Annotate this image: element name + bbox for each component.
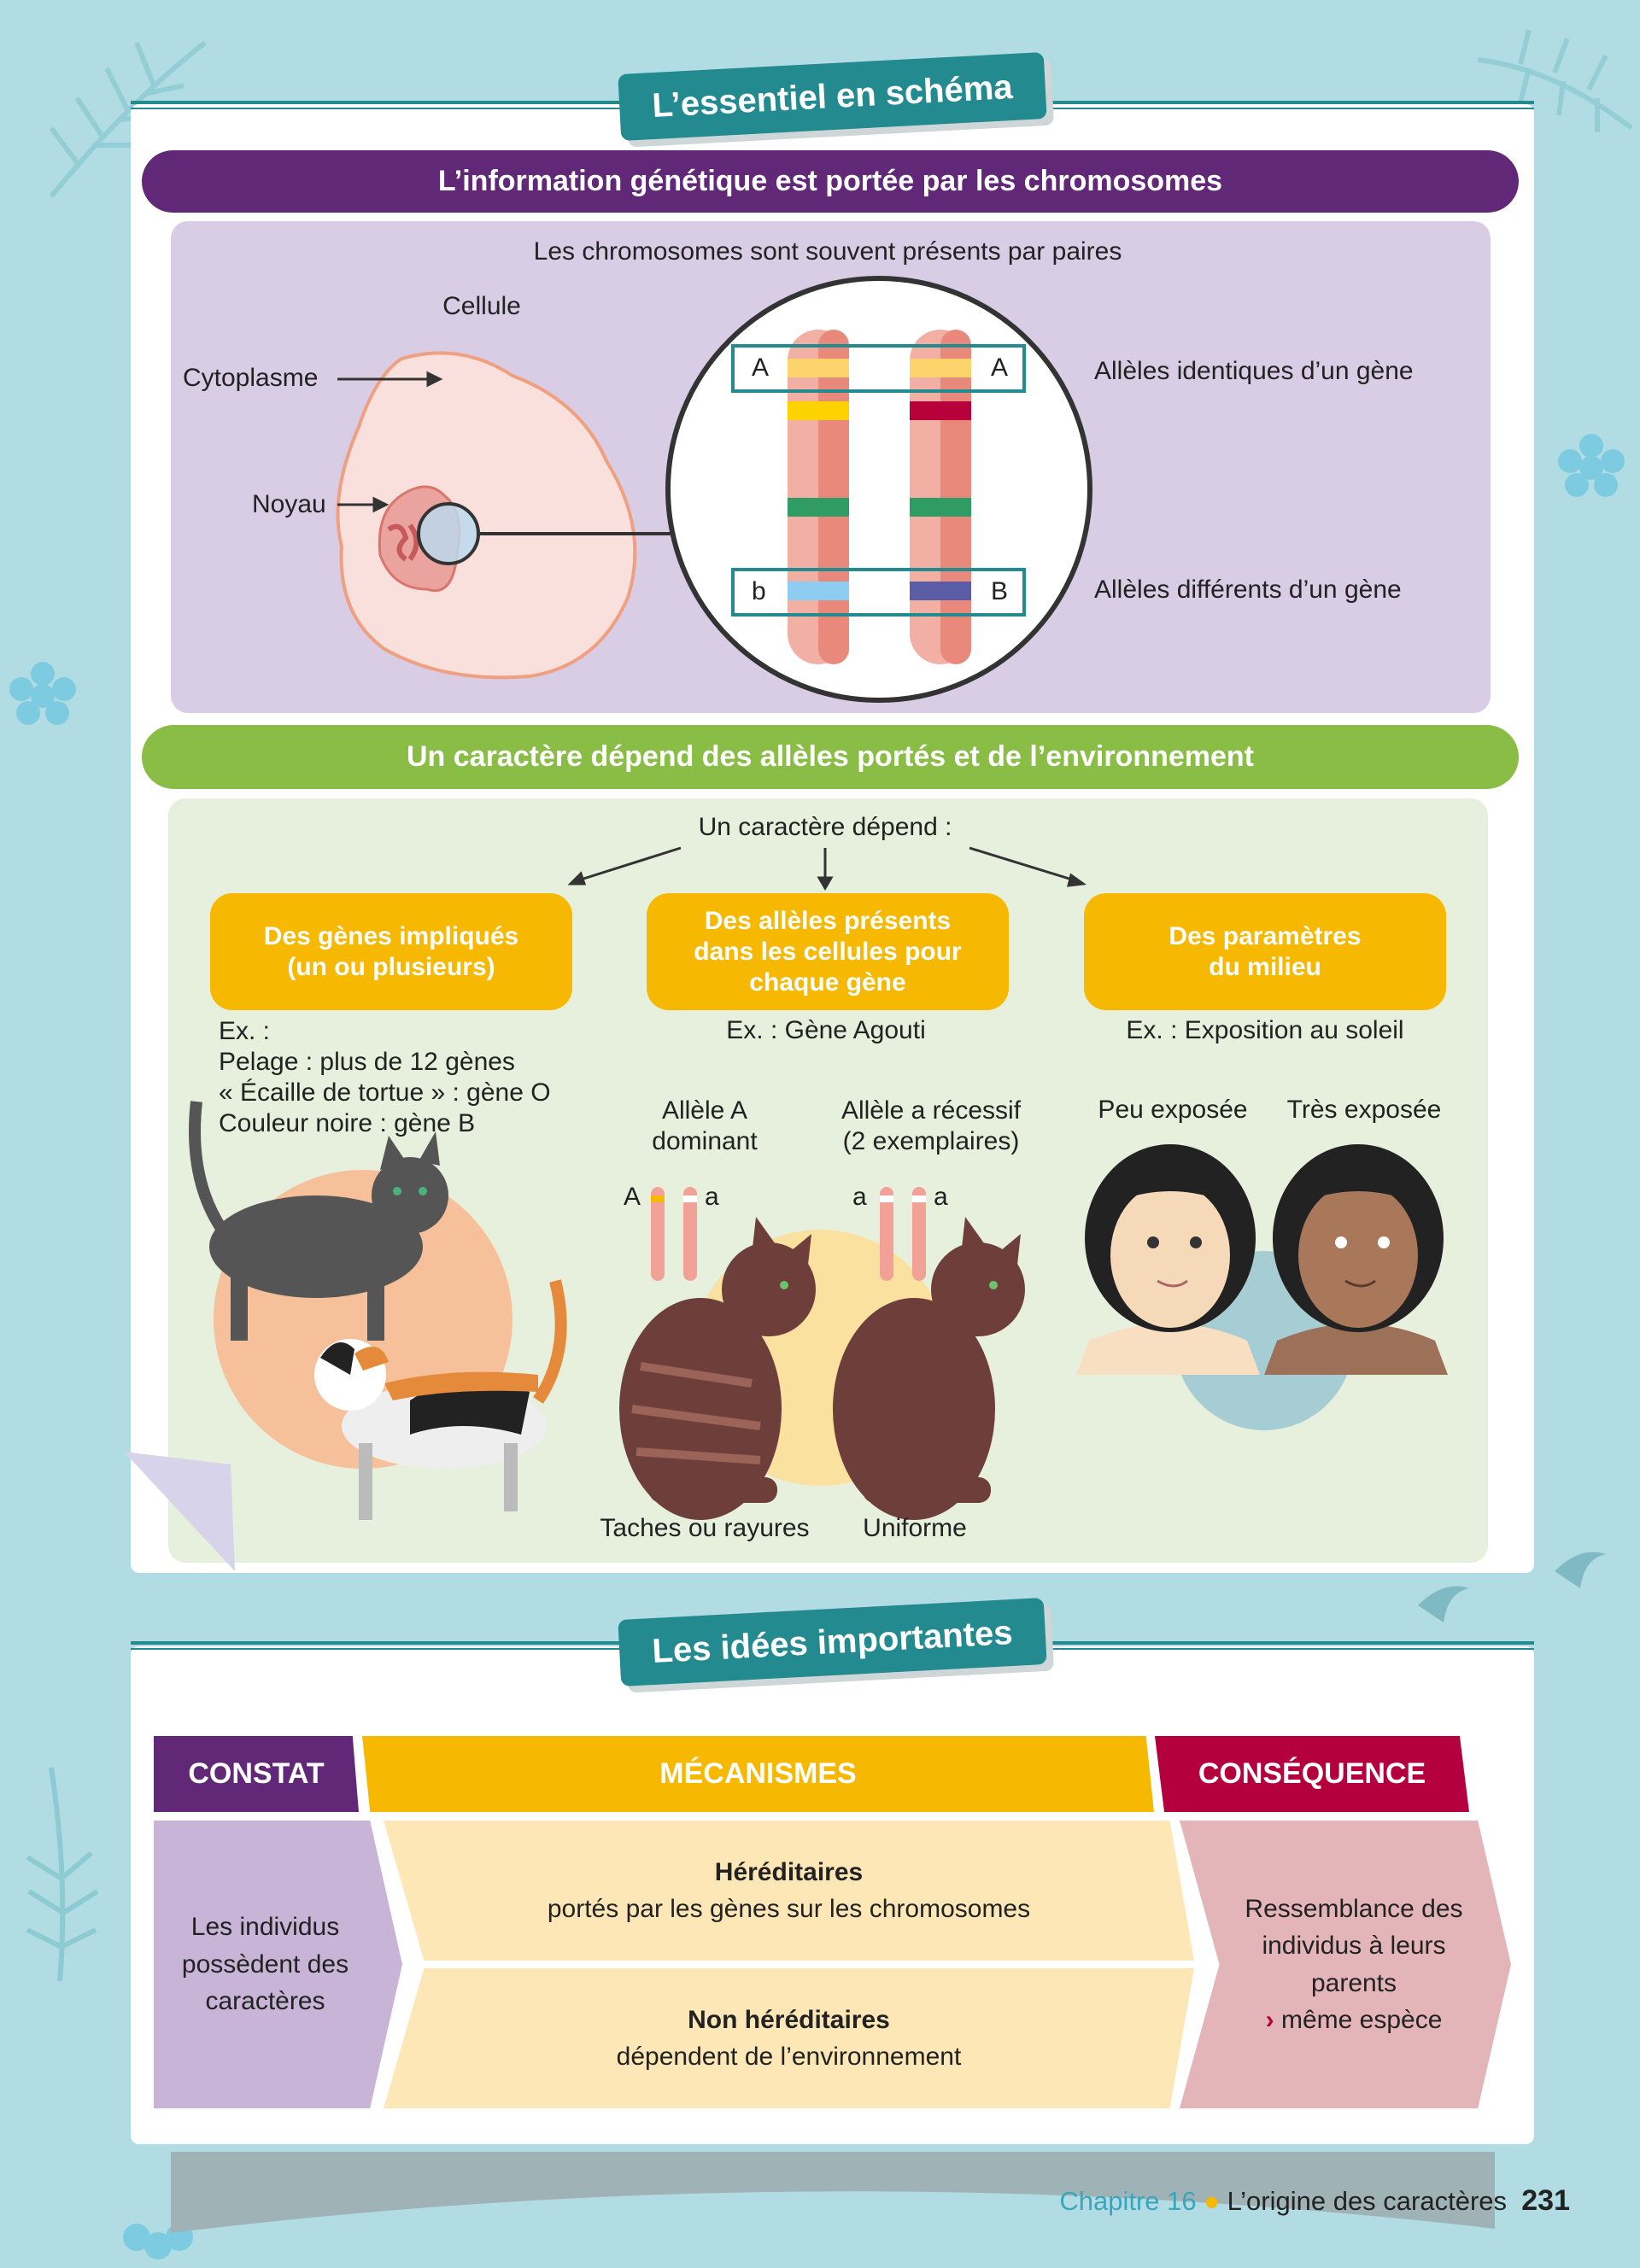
- chromosome-left: [788, 330, 849, 664]
- different-alleles-label: Allèles différents d’un gène: [1094, 576, 1402, 604]
- mini-chromosome-icon: [651, 1187, 926, 1281]
- zoom-circle: [665, 276, 1092, 703]
- chrom-label: A: [624, 1183, 641, 1211]
- flower-icon: [1558, 434, 1625, 497]
- bird-icon: [1418, 1552, 1606, 1622]
- character-illustrations: [124, 846, 1448, 1571]
- low-exposure-label: Peu exposée: [1098, 1096, 1248, 1124]
- page-curl: [124, 1452, 235, 1571]
- different-alleles-box: [731, 568, 1026, 617]
- genes-box: Des gènes impliqués(un ou plusieurs): [210, 893, 572, 1010]
- genes-example: Ex. :Pelage : plus de 12 gènes« Écaille …: [219, 1017, 551, 1137]
- black-cat-illustration: [189, 1101, 448, 1341]
- environment-example: Ex. : Exposition au soleil: [1126, 1016, 1404, 1044]
- light-skin-face-illustration: [1076, 1144, 1260, 1375]
- chevron-right-icon: ›: [1265, 2006, 1274, 2034]
- nucleus-label: Noyau: [252, 490, 326, 518]
- chrom-label: a: [934, 1183, 948, 1211]
- chromosome-diagram: [336, 276, 1092, 703]
- root-caption: Un caractère dépend :: [698, 813, 952, 841]
- chrom-label: a: [705, 1183, 719, 1211]
- cell-label: Cellule: [442, 292, 521, 320]
- fern-icon: [49, 40, 207, 198]
- arrows: [567, 846, 1087, 891]
- high-exposure-label: Très exposée: [1286, 1096, 1442, 1124]
- cell-illustration: [336, 351, 637, 680]
- constat-header: CONSTAT: [154, 1736, 359, 1812]
- uniform-cat-illustration: [833, 1217, 1025, 1520]
- fern-icon: [1477, 29, 1633, 132]
- bullet-icon: ●: [1204, 2186, 1220, 2216]
- allele-label: b: [752, 577, 766, 605]
- identical-alleles-box: [731, 344, 1026, 393]
- section1-title: L’information génétique est portée par l…: [142, 150, 1519, 213]
- alleles-example: Ex. : Gène Agouti: [726, 1016, 926, 1044]
- card-shadow: [171, 2152, 1495, 2233]
- spotted-cat-label: Taches ou rayures: [600, 1514, 810, 1542]
- mecanismes-header: MÉCANISMES: [362, 1736, 1154, 1812]
- chrom-label: a: [852, 1183, 867, 1211]
- section2-title: Un caractère dépend des allèles portés e…: [142, 725, 1519, 789]
- allele-label: A: [752, 354, 770, 382]
- chromosome-right: [910, 330, 971, 664]
- page-footer: Chapitre 16 ● L’origine des caractères 2…: [1059, 2184, 1570, 2217]
- consequence-header: CONSÉQUENCE: [1155, 1736, 1469, 1812]
- recessive-allele-label: Allèle a récessif(2 exemplaires): [840, 1096, 1022, 1155]
- fern-icon: [26, 1767, 99, 1982]
- uniform-cat-label: Uniforme: [863, 1514, 967, 1542]
- allele-label: B: [991, 577, 1009, 605]
- calico-cat-illustration: [314, 1279, 567, 1520]
- dark-skin-face-illustration: [1264, 1144, 1448, 1375]
- agouti-cat-illustration: [619, 1217, 816, 1520]
- flower-icon: [9, 662, 76, 725]
- pairs-caption: Les chromosomes sont souvent présents pa…: [533, 237, 1122, 266]
- cytoplasm-label: Cytoplasme: [183, 364, 319, 392]
- identical-alleles-label: Allèles identiques d’un gène: [1094, 357, 1414, 385]
- allele-label: A: [991, 354, 1009, 382]
